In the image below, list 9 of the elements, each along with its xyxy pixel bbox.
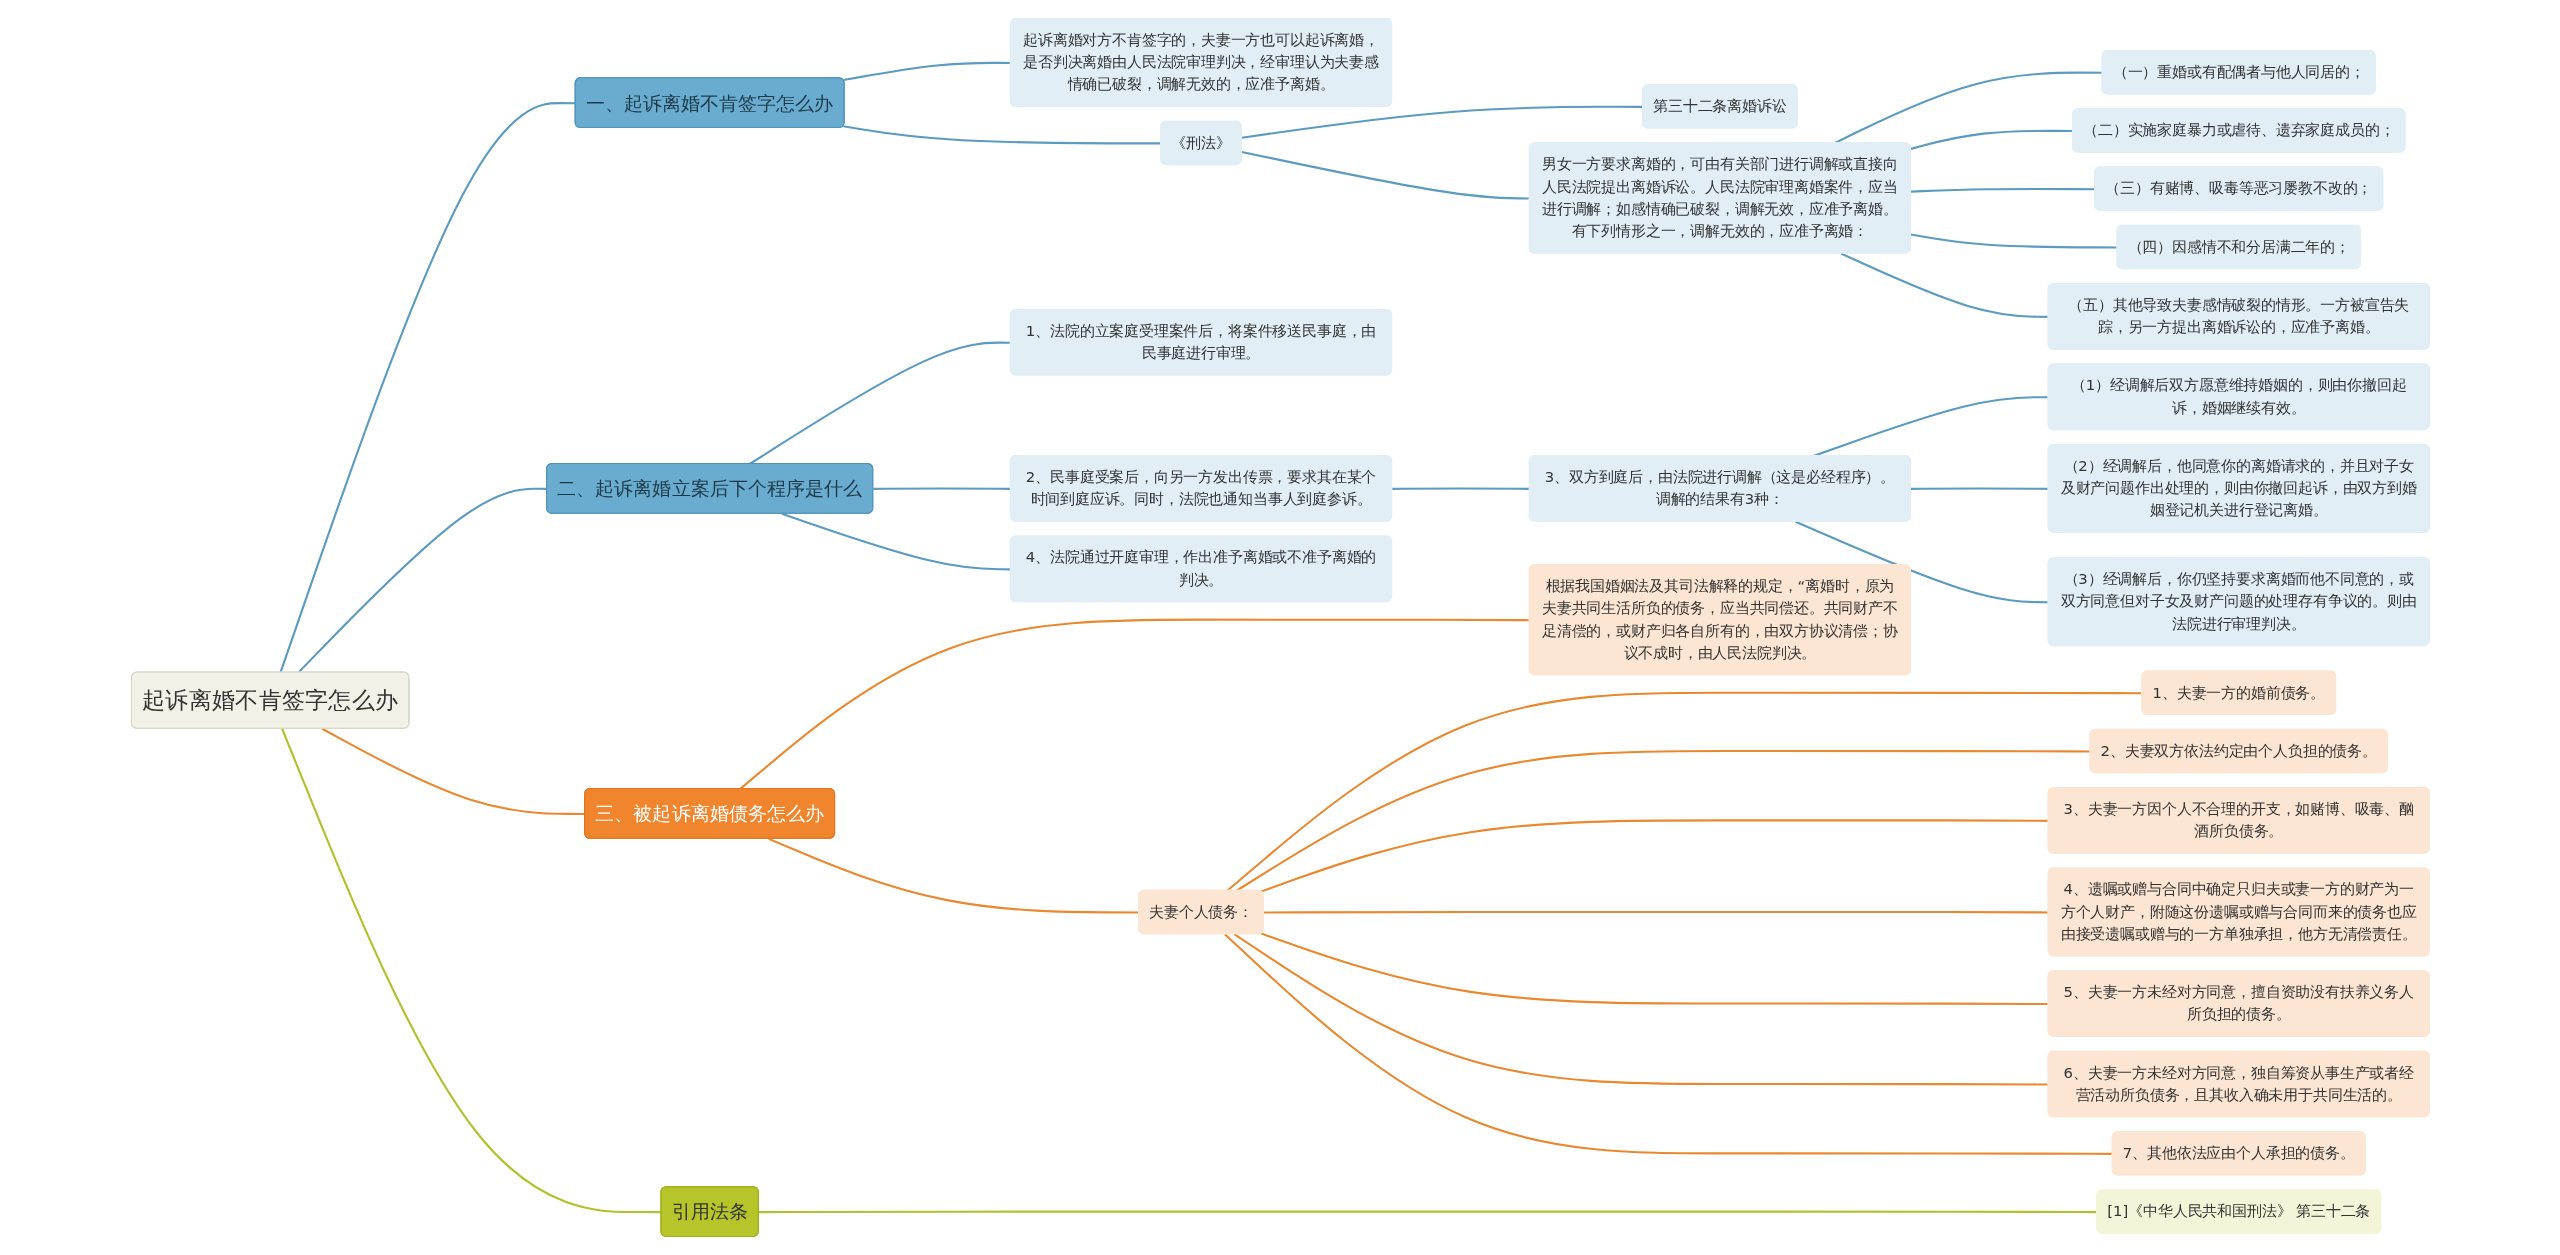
connector bbox=[1910, 129, 2073, 150]
connector bbox=[297, 487, 547, 674]
connector bbox=[767, 837, 1139, 914]
connector bbox=[1910, 188, 2095, 193]
connector bbox=[1226, 691, 2142, 892]
connector bbox=[321, 727, 585, 816]
connector bbox=[1241, 105, 1643, 139]
connector bbox=[842, 125, 1161, 145]
connector bbox=[758, 1210, 2097, 1214]
